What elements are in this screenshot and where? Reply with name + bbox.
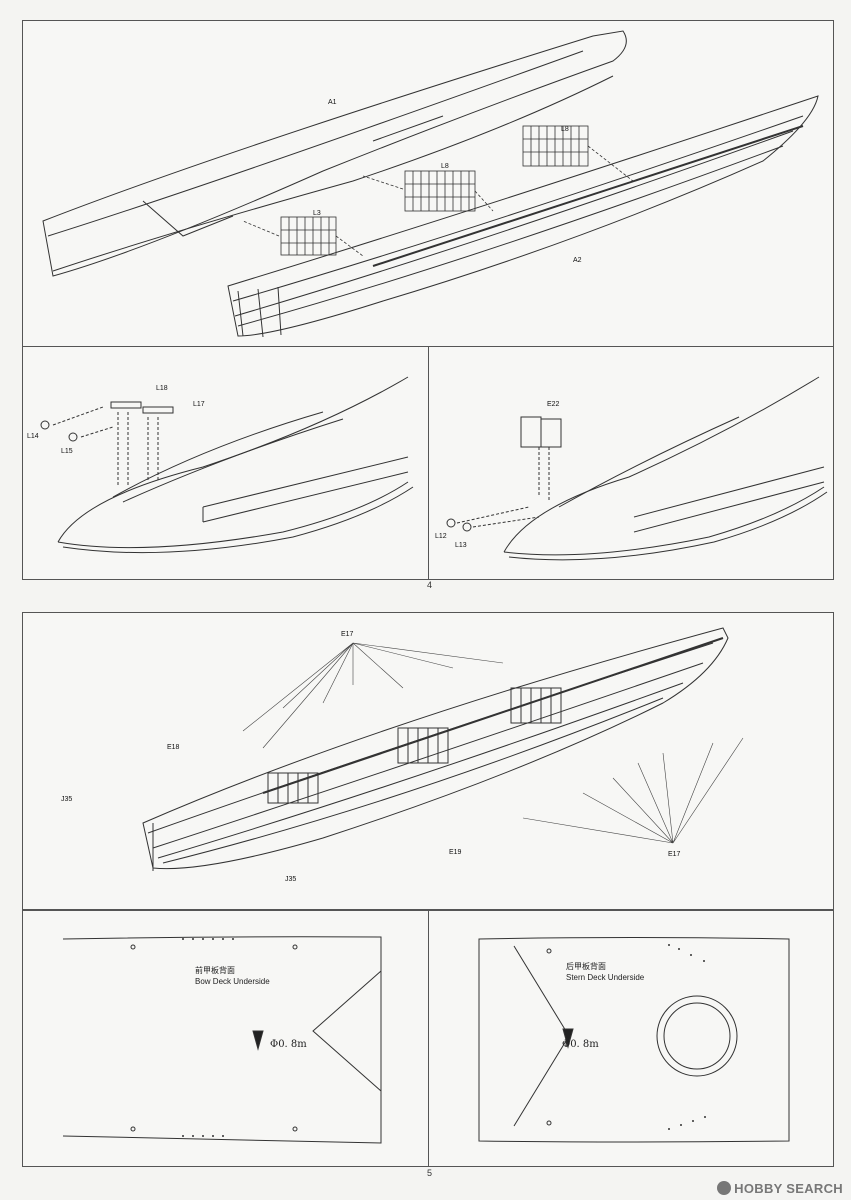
stern-rudder-diagram: [40, 376, 414, 554]
stern-rudder-panel: L18 L17 L14 L15: [22, 346, 429, 580]
propeller-panel: E22 L12 L13: [428, 346, 834, 580]
bow-deck-diagram: [62, 936, 382, 1144]
part-label-l3: L3: [313, 210, 321, 217]
part-label-j35-bottom: J35: [285, 876, 297, 883]
hull-halves-diagram: [42, 30, 819, 338]
part-label-e19: E19: [449, 849, 462, 856]
part-label-j35-left: J35: [61, 796, 73, 803]
hobby-search-watermark: HOBBY SEARCH: [717, 1181, 843, 1196]
part-label-e17-bottom: E17: [668, 851, 681, 858]
part-label-e18: E18: [167, 744, 180, 751]
part-label-a2: A2: [573, 257, 582, 264]
part-label-e22: E22: [547, 401, 560, 408]
page-number-bottom: 5: [427, 1168, 433, 1178]
part-label-l14: L14: [27, 433, 39, 440]
part-label-e17-top: E17: [341, 631, 354, 638]
part-label-l17: L17: [193, 401, 205, 408]
part-label-a1: A1: [328, 99, 337, 106]
stern-drill-size: Φ0. 8m: [562, 1039, 599, 1050]
part-label-l8-top: L8: [561, 126, 569, 133]
bow-drill-size: Φ0. 8m: [270, 1039, 307, 1050]
stern-deck-diagram: [478, 937, 790, 1143]
part-label-l13: L13: [455, 542, 467, 549]
propeller-diagram: [446, 376, 828, 561]
hobby-search-logo-icon: [717, 1181, 732, 1195]
watermark-text: HOBBY SEARCH: [734, 1181, 843, 1196]
part-label-l8-mid: L8: [441, 163, 449, 170]
bow-deck-label-en: Bow Deck Underside: [195, 977, 270, 986]
page-number-top: 4: [427, 580, 433, 590]
part-label-l18: L18: [156, 385, 168, 392]
hull-halves-panel: A1 A2 L8 L8 L3: [22, 20, 834, 347]
bow-deck-label-cn: 前甲板背面: [195, 966, 235, 975]
hull-assembly-panel: E17 E17 E18 E19 J35 J35: [22, 612, 834, 910]
stern-deck-panel: 后甲板背面 Stern Deck Underside Φ0. 8m: [428, 910, 834, 1167]
bow-deck-panel: 前甲板背面 Bow Deck Underside Φ0. 8m: [22, 910, 429, 1167]
part-label-l12: L12: [435, 533, 447, 540]
stern-deck-label-en: Stern Deck Underside: [566, 973, 645, 982]
stern-deck-label-cn: 后甲板背面: [566, 962, 606, 971]
part-label-l15: L15: [61, 448, 73, 455]
hull-assembly-diagram: [142, 627, 744, 871]
